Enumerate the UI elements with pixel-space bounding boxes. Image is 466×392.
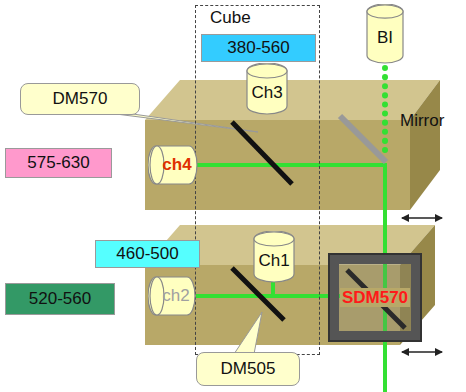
slab-top: [145, 80, 440, 120]
detector-cylinder: Ch1: [253, 231, 295, 283]
node-label: 380-560: [227, 38, 289, 58]
callout-box: DM570: [20, 83, 140, 115]
wavelength-box: 460-500: [95, 240, 200, 268]
detector-cylinder: ch4: [148, 145, 198, 185]
detector-cylinder: BI: [366, 4, 404, 64]
node-label: DM570: [53, 89, 108, 109]
node-label: Ch1: [258, 251, 289, 271]
node-label: Ch3: [251, 83, 282, 103]
wavelength-box: 520-560: [5, 283, 115, 315]
detector-cylinder: ch2: [148, 276, 196, 316]
node-label: ch2: [162, 286, 189, 306]
slide-arrow: [402, 351, 442, 353]
node-label: SDM570: [340, 288, 410, 308]
callout-box: DM505: [196, 352, 300, 386]
node-label: 575-630: [27, 153, 89, 173]
node-label: BI: [377, 28, 393, 48]
dichroic-mirror: [232, 122, 292, 184]
light-beam: [271, 282, 275, 296]
mirror-symbol: [340, 116, 386, 162]
node-label: 460-500: [116, 244, 178, 264]
wavelength-box: 380-560: [201, 34, 316, 62]
node-label: DM505: [221, 359, 276, 379]
node-label: ch4: [162, 155, 191, 175]
detector-cylinder: Ch3: [246, 63, 288, 115]
light-beam-dotted: [382, 68, 388, 158]
wavelength-box: 575-630: [5, 148, 112, 178]
node-label: Cube: [210, 8, 251, 28]
slide-arrow: [402, 217, 442, 219]
part-label: Mirror: [400, 111, 444, 131]
callout-tail: [234, 312, 262, 354]
cube-region: Cube 380-560Ch3Ch1: [195, 5, 320, 355]
node-label: 520-560: [29, 289, 91, 309]
slab-side: [410, 80, 440, 210]
sdm-frame: SDM570: [330, 255, 420, 340]
